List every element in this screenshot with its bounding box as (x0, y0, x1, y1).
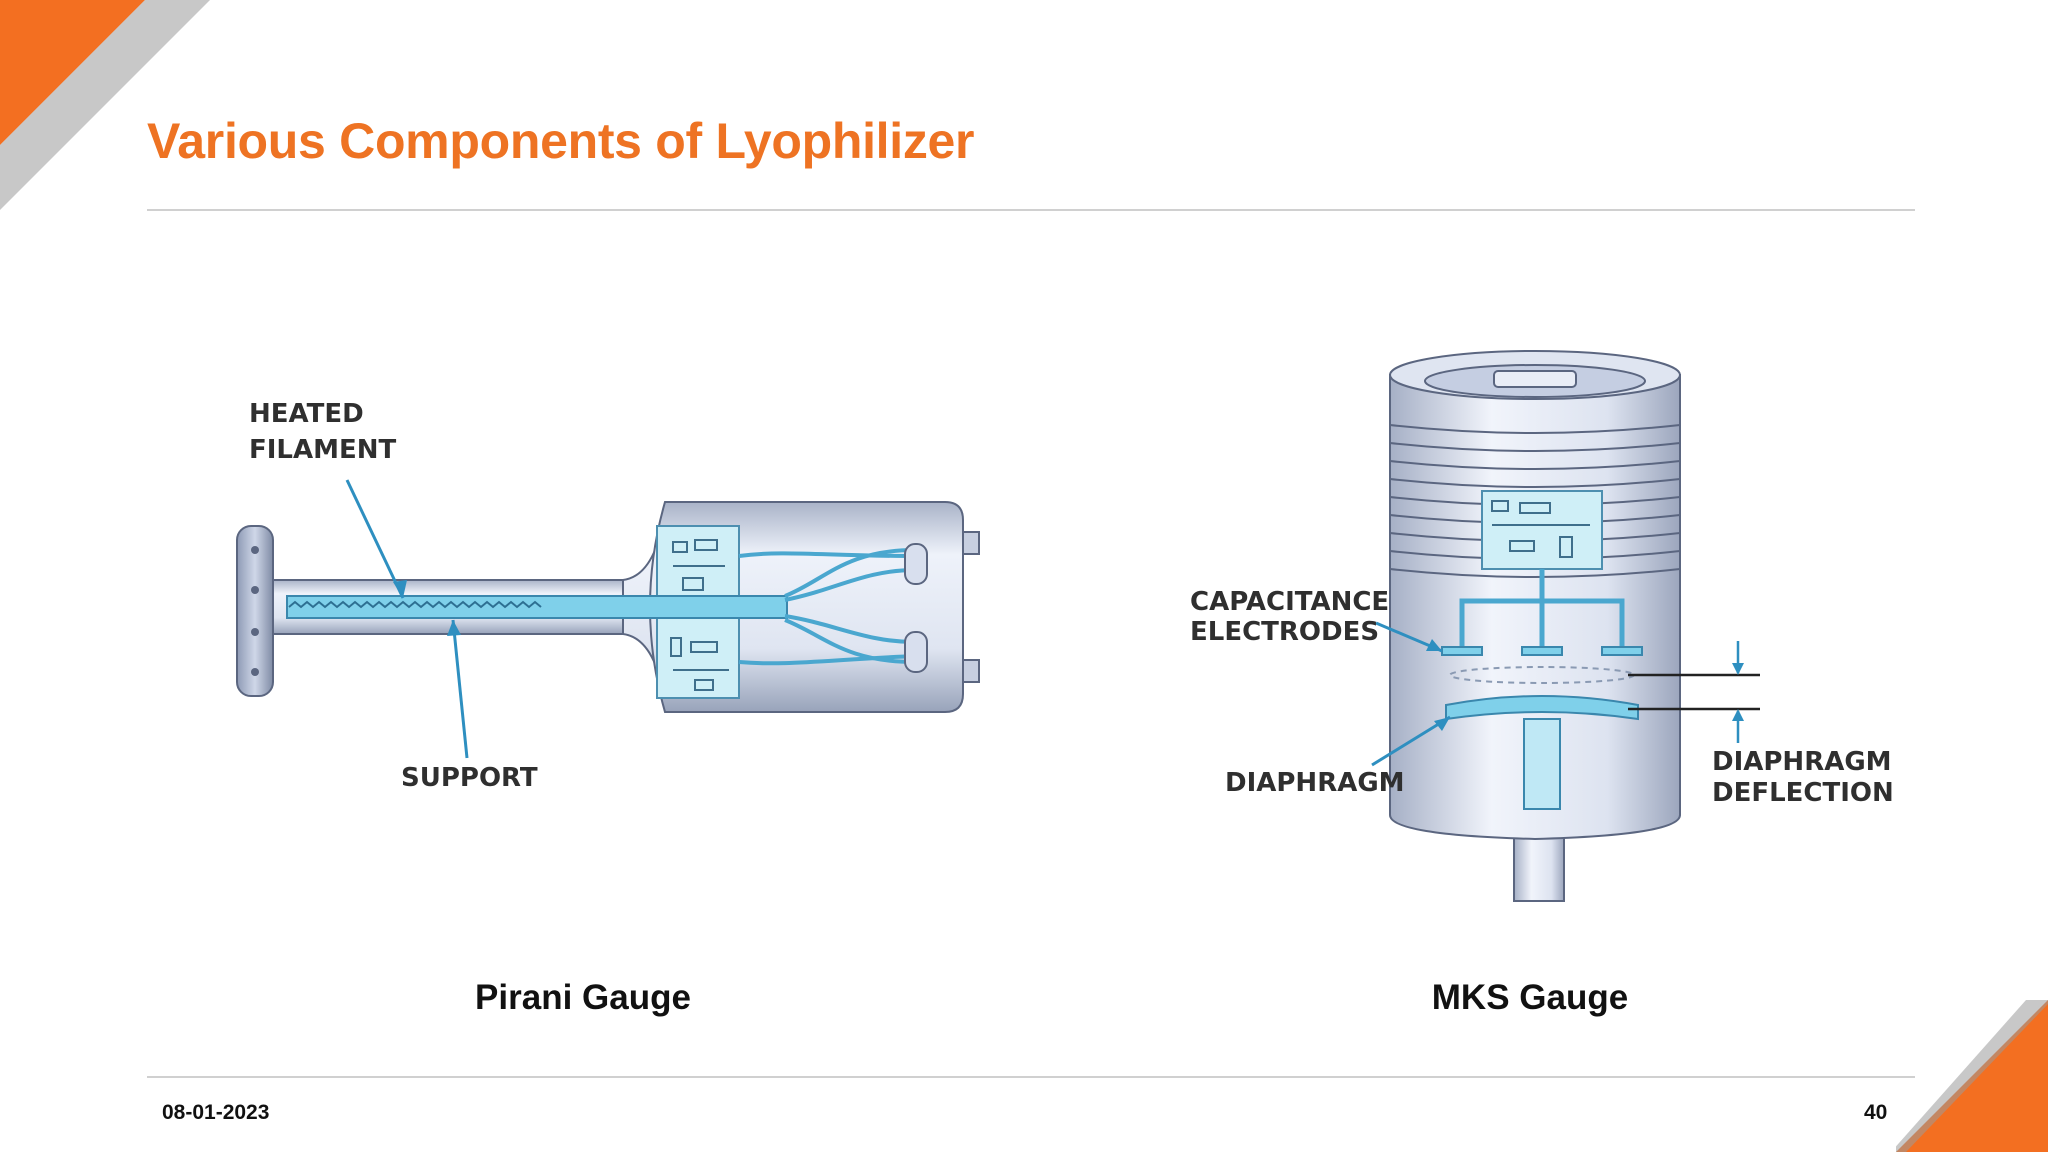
label-heated-filament-line1: HEATED (249, 399, 364, 429)
footer-divider (147, 1076, 1915, 1078)
label-capacitance-line2: ELECTRODES (1190, 617, 1379, 647)
footer-date: 08-01-2023 (162, 1101, 270, 1124)
title-divider (147, 209, 1915, 211)
slide-title: Various Components of Lyophilizer (147, 113, 975, 169)
page-number: 40 (1864, 1101, 1888, 1124)
bottom-right-corner-decoration (1896, 1000, 2048, 1152)
top-left-corner-decoration (0, 0, 210, 210)
label-support: SUPPORT (401, 763, 538, 793)
label-deflection-line1: DIAPHRAGM (1712, 747, 1892, 777)
label-capacitance-line1: CAPACITANCE (1190, 587, 1389, 617)
label-deflection-line2: DEFLECTION (1712, 778, 1894, 808)
mks-gauge-diagram: CAPACITANCE ELECTRODES DIAPHRAGM DIAPHRA… (1190, 350, 1894, 902)
label-diaphragm: DIAPHRAGM (1225, 768, 1405, 798)
caption-mks-gauge: MKS Gauge (1431, 978, 1629, 1017)
pirani-gauge-diagram: HEATED FILAMENT SUPPORT (236, 399, 980, 793)
caption-pirani-gauge: Pirani Gauge (475, 978, 691, 1017)
label-heated-filament-line2: FILAMENT (249, 435, 397, 465)
